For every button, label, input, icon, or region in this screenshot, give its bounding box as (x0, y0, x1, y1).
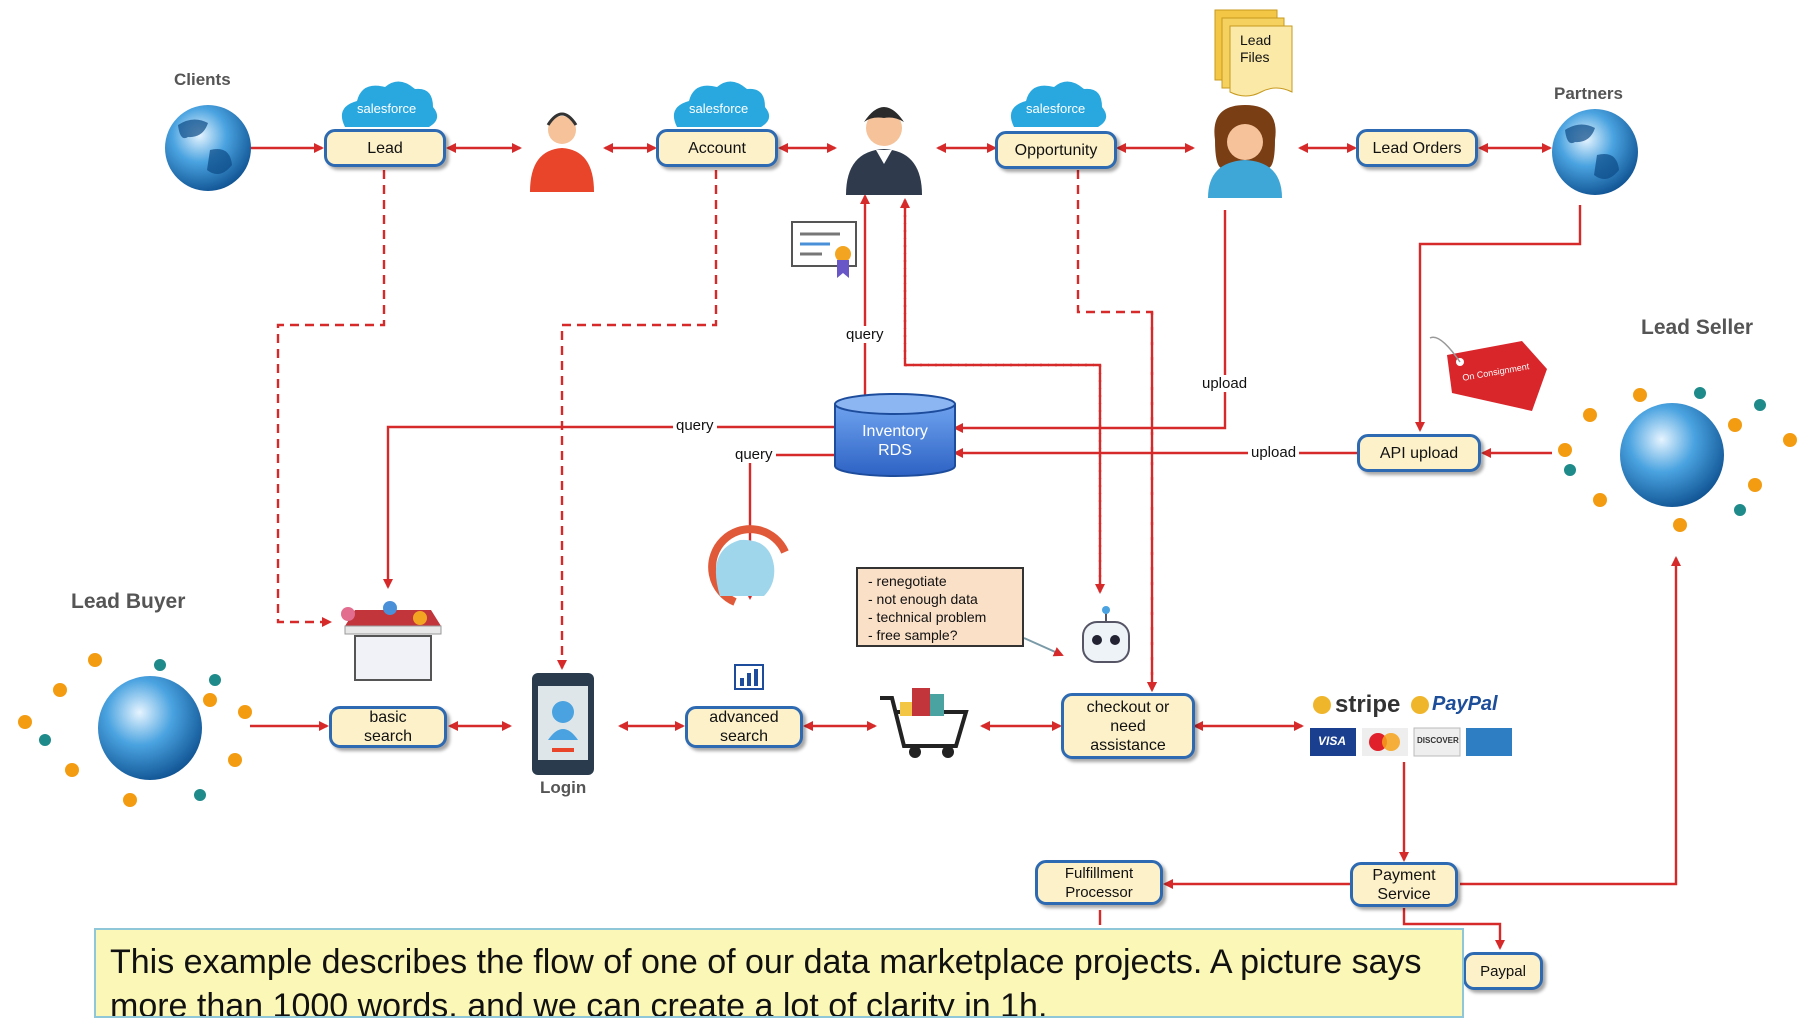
paypal-logo-text: PayPal (1432, 693, 1498, 715)
salesforce-cloud-lead-icon (341, 81, 438, 127)
salesforce-opportunity-text: salesforce (1026, 101, 1086, 116)
edge-opportunity-bot (1076, 170, 1157, 692)
salesforce-cloud-opportunity-icon (1010, 81, 1107, 127)
clients-title: Clients (174, 70, 231, 89)
edge-label-query-mid: query (732, 446, 776, 463)
basic-search-node[interactable]: basic search (329, 706, 447, 748)
lead-buyer-title: Lead Buyer (71, 590, 186, 613)
edge-agent2-bot (903, 200, 1105, 594)
payment-methods-logos (1310, 696, 1512, 757)
edge-label-upload-right: upload (1248, 444, 1300, 461)
lead-files-icon (1214, 9, 1293, 97)
salesforce-cloud-account-icon (673, 81, 770, 127)
advanced-search-node[interactable]: advanced search (685, 706, 803, 748)
lead-buyer-network-globe-icon (18, 653, 252, 807)
sales-agent-icon (530, 112, 594, 192)
salesforce-account-text: salesforce (689, 101, 749, 116)
storefront-icon (341, 601, 442, 681)
opportunity-node[interactable]: Opportunity (995, 131, 1117, 169)
partners-title: Partners (1554, 84, 1623, 103)
edge-partners-apiupload (1415, 205, 1582, 432)
account-manager-woman-icon (1208, 105, 1282, 198)
support-agent-icon (846, 107, 922, 195)
lead-files-label: Lead Files (1240, 32, 1272, 65)
checkout-node[interactable]: checkout or need assistance (1061, 693, 1195, 759)
account-node[interactable]: Account (656, 129, 778, 167)
partners-globe-icon (1552, 109, 1638, 195)
edge-label-upload-top: upload (1199, 375, 1251, 392)
edge-payment-paypal (1402, 908, 1505, 950)
consignment-tag-icon (1429, 336, 1547, 411)
solid-connectors (250, 143, 1681, 950)
stripe-logo-text: stripe (1335, 691, 1401, 718)
payment-service-node[interactable]: Payment Service (1350, 862, 1458, 907)
fulfillment-processor-node[interactable]: Fulfillment Processor (1035, 860, 1163, 905)
edge-notes-bot (1023, 637, 1064, 657)
flow-diagram-canvas (18, 9, 1797, 950)
edge-lead-basicsearch (276, 170, 386, 627)
login-title: Login (540, 778, 587, 797)
ai-head-analytics-icon (708, 525, 789, 690)
lead-orders-node[interactable]: Lead Orders (1356, 129, 1478, 167)
edge-account-login (557, 170, 718, 670)
lead-node[interactable]: Lead (324, 129, 446, 167)
login-phone-icon (532, 673, 594, 775)
inventory-rds-label[interactable]: Inventory RDS (862, 423, 928, 459)
edge-label-query-top: query (843, 326, 887, 343)
edge-agent3-rds-upload (953, 210, 1227, 433)
visa-logo-text: VISA (1318, 734, 1347, 748)
api-upload-node[interactable]: API upload (1357, 434, 1481, 472)
salesforce-lead-text: salesforce (357, 101, 417, 116)
discover-logo-text: DISCOVER (1417, 736, 1459, 745)
shopping-cart-icon (880, 688, 969, 758)
inventory-rds-database-icon (834, 393, 956, 477)
edge-payment-seller (1460, 556, 1681, 886)
chatbot-icon (1082, 606, 1130, 663)
lead-seller-network-globe-icon (1558, 387, 1797, 532)
assistance-reasons-note: - renegotiate - not enough data - techni… (856, 567, 1024, 647)
edge-label-query-left: query (673, 417, 717, 434)
certificate-icon (791, 221, 857, 278)
lead-seller-title: Lead Seller (1641, 316, 1754, 339)
paypal-node[interactable]: Paypal (1463, 952, 1543, 990)
clients-globe-icon (165, 105, 251, 191)
description-caption: This example describes the flow of one o… (94, 928, 1464, 1018)
